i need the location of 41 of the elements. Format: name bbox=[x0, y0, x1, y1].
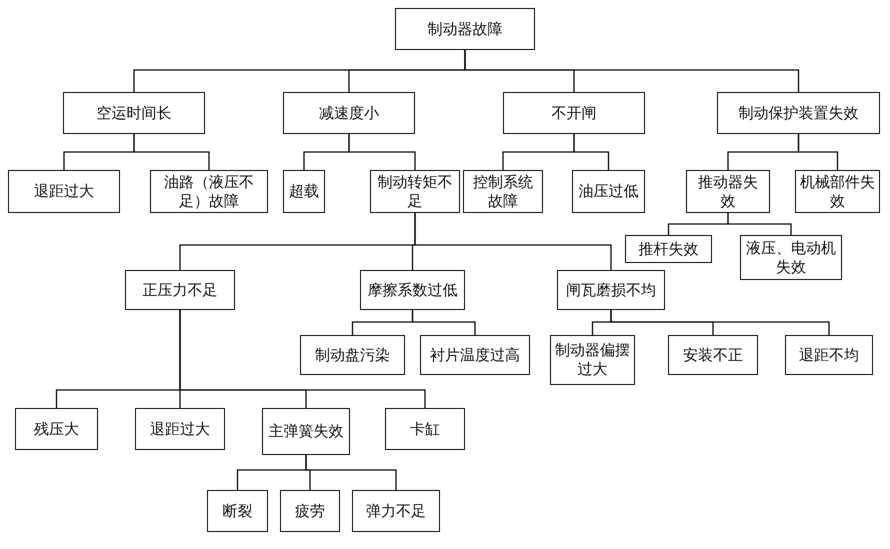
connector-line bbox=[573, 134, 610, 170]
fault-box: 推动器失效 bbox=[686, 170, 770, 213]
fault-box: 制动保护装置失效 bbox=[717, 92, 880, 134]
fault-box: 正压力不足 bbox=[125, 270, 235, 310]
connector-line bbox=[133, 134, 210, 170]
fault-box: 机械部件失效 bbox=[795, 170, 880, 213]
fault-box: 残压大 bbox=[15, 408, 98, 450]
fault-box: 卡缸 bbox=[385, 408, 465, 450]
fault-box: 减速度小 bbox=[283, 92, 415, 134]
connector-line bbox=[414, 213, 612, 270]
fault-box: 控制系统故障 bbox=[463, 170, 543, 213]
fault-box: 断裂 bbox=[207, 490, 268, 532]
fault-box: 退距过大 bbox=[8, 170, 120, 213]
connector-line bbox=[179, 310, 426, 408]
fault-box: 不开闸 bbox=[503, 92, 645, 134]
fault-box: 制动器偏摆过大 bbox=[550, 335, 635, 385]
fault-box: 退距过大 bbox=[135, 408, 225, 450]
connector-line bbox=[798, 134, 838, 170]
connector-line bbox=[610, 310, 830, 335]
fault-box: 摩擦系数过低 bbox=[360, 270, 465, 310]
fault-box: 疲劳 bbox=[280, 490, 340, 532]
fault-box: 制动转矩不足 bbox=[370, 170, 460, 213]
fault-box: 制动器故障 bbox=[395, 8, 535, 50]
fault-box: 空运时间长 bbox=[63, 92, 205, 134]
fault-box: 安装不正 bbox=[668, 335, 758, 375]
connector-line bbox=[305, 455, 397, 490]
fault-box: 油路（液压不足）故障 bbox=[150, 170, 268, 213]
fault-box: 推杆失效 bbox=[625, 235, 712, 263]
connector-line bbox=[348, 134, 416, 170]
connector-line bbox=[727, 213, 792, 235]
fault-box: 退距不均 bbox=[785, 335, 873, 375]
fault-box: 弹力不足 bbox=[352, 490, 440, 532]
fault-box: 闸瓦磨损不均 bbox=[557, 270, 665, 310]
fault-box: 主弹簧失效 bbox=[262, 408, 350, 455]
fault-box: 油压过低 bbox=[572, 170, 645, 213]
fault-box: 超载 bbox=[283, 170, 325, 213]
fault-box: 制动盘污染 bbox=[300, 335, 405, 375]
fault-box: 液压、电动机失效 bbox=[740, 235, 842, 280]
connector-line bbox=[464, 50, 800, 92]
fault-box: 衬片温度过高 bbox=[420, 335, 530, 375]
connector-line bbox=[412, 310, 476, 335]
